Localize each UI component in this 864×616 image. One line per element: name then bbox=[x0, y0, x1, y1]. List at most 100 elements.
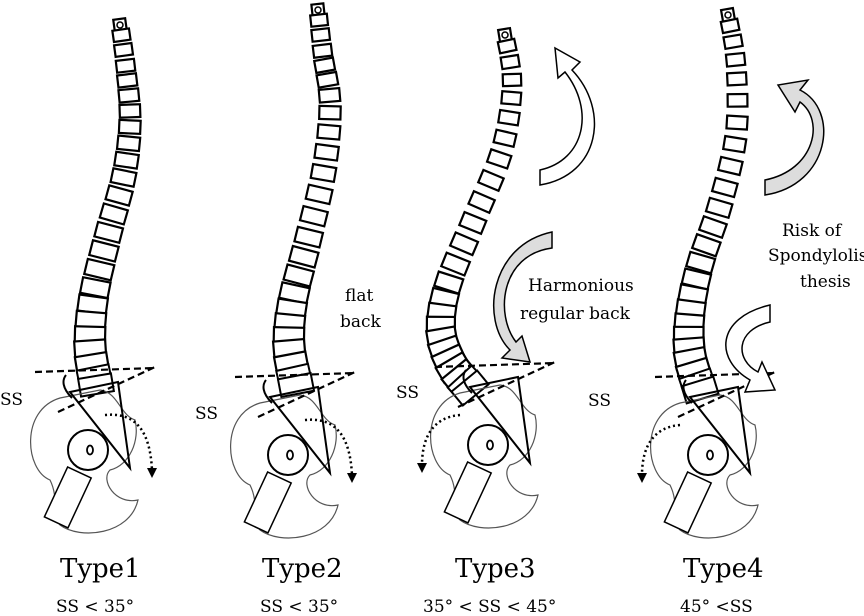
spine-type2 bbox=[271, 2, 342, 399]
vertebra-hole bbox=[501, 31, 509, 39]
femoral-head-center bbox=[486, 439, 494, 451]
vertebra bbox=[317, 86, 342, 104]
spines bbox=[72, 2, 749, 407]
femur-shaft bbox=[243, 471, 293, 534]
type4-upper-arrow-icon bbox=[764, 78, 825, 196]
ss-label-type4: SS bbox=[588, 391, 611, 411]
flat-back-line1: flat bbox=[345, 286, 373, 306]
vertebra bbox=[114, 57, 137, 74]
type3-label: Type3 bbox=[455, 554, 536, 584]
vertebra bbox=[725, 71, 748, 87]
sacral-triangle bbox=[268, 385, 332, 477]
type4-condition: 45° <SS bbox=[680, 597, 753, 616]
vertebra bbox=[467, 189, 497, 215]
sacral-triangle bbox=[688, 385, 752, 477]
type-labels: Type1 Type2 Type3 Type4 SS < 35° SS < 35… bbox=[56, 554, 764, 616]
vertebra bbox=[104, 184, 135, 207]
type4-label: Type4 bbox=[683, 554, 764, 584]
pelvis-outline bbox=[30, 389, 139, 534]
vertebra bbox=[704, 196, 734, 220]
rotation-arrow-icon bbox=[640, 423, 681, 476]
vertebra bbox=[501, 72, 523, 88]
sacral-triangle bbox=[468, 375, 532, 467]
vertebra bbox=[287, 244, 320, 269]
vertebra bbox=[500, 90, 523, 107]
risk-line2: Spondylolis- bbox=[768, 246, 864, 266]
harmonious-line2: regular back bbox=[520, 304, 631, 324]
risk-line3: thesis bbox=[800, 272, 851, 292]
rotation-arrowhead-icon bbox=[347, 473, 357, 483]
femoral-head bbox=[687, 434, 729, 476]
femur-shaft bbox=[663, 471, 713, 534]
vertebra bbox=[117, 118, 142, 136]
vertebra-hole bbox=[724, 11, 732, 19]
ss-angle-arrow-icon bbox=[62, 374, 73, 399]
vertebra bbox=[684, 250, 717, 275]
femoral-head-center bbox=[286, 449, 294, 461]
vertebra bbox=[118, 103, 142, 119]
sacral-plate-line bbox=[457, 361, 556, 408]
ss-label-type3: SS bbox=[396, 383, 419, 403]
type3-upper-arrow-icon bbox=[539, 46, 596, 186]
horizontal-reference-line bbox=[34, 366, 156, 374]
vertebra bbox=[496, 37, 518, 55]
vertebra bbox=[276, 371, 316, 399]
femoral-head-center bbox=[86, 444, 94, 456]
rotation-arrowhead-icon bbox=[637, 473, 647, 483]
spine-type4 bbox=[672, 6, 749, 405]
ss-angle-arrow-icon bbox=[682, 379, 693, 404]
vertebra bbox=[111, 27, 132, 44]
vertebra bbox=[113, 150, 141, 170]
vertebra bbox=[115, 134, 142, 153]
rotation-arrowhead-icon bbox=[147, 468, 157, 478]
sacral-triangle bbox=[68, 380, 132, 472]
vertebra bbox=[318, 104, 342, 121]
vertebra bbox=[282, 263, 316, 288]
pelvis-type1 bbox=[30, 366, 157, 534]
spine-type3 bbox=[424, 26, 523, 407]
pelvis-type2 bbox=[230, 371, 357, 539]
ss-labels: SS SS SS SS bbox=[0, 383, 611, 424]
vertebra bbox=[312, 56, 337, 75]
rotation-arrow-icon bbox=[420, 413, 461, 466]
vertebra bbox=[82, 257, 116, 282]
vertebra bbox=[722, 33, 744, 51]
pelvis-type3 bbox=[417, 361, 556, 529]
vertebra bbox=[690, 232, 723, 258]
vertebra bbox=[457, 210, 488, 236]
vertebra bbox=[311, 42, 334, 59]
type2-condition: SS < 35° bbox=[260, 597, 338, 616]
vertebra bbox=[499, 53, 521, 71]
pelvis-outline bbox=[430, 384, 539, 529]
vertebra bbox=[109, 166, 138, 189]
type3-lower-arrow-icon bbox=[492, 231, 553, 363]
vertebra-hole bbox=[314, 6, 322, 14]
sacral-plate-line bbox=[57, 366, 156, 413]
vertebra bbox=[316, 123, 342, 141]
vertebra bbox=[432, 270, 465, 295]
vertebra bbox=[87, 238, 121, 263]
vertebra bbox=[476, 168, 506, 193]
vertebra bbox=[724, 51, 747, 68]
vertebra bbox=[308, 12, 330, 28]
ss-angle-arrow-icon bbox=[262, 379, 273, 404]
type1-label: Type1 bbox=[60, 554, 141, 584]
vertebra bbox=[721, 134, 748, 154]
vertebra bbox=[716, 155, 744, 177]
femoral-head bbox=[267, 434, 309, 476]
vertebra bbox=[304, 183, 334, 206]
pelvis-outline bbox=[230, 394, 339, 539]
vertebra bbox=[115, 72, 139, 89]
type1-condition: SS < 35° bbox=[56, 597, 134, 616]
vertebra bbox=[497, 108, 521, 127]
ss-angle-arrow-icon bbox=[462, 369, 473, 394]
vertebra bbox=[112, 41, 135, 59]
type2-label: Type2 bbox=[262, 554, 343, 584]
vertebra bbox=[309, 162, 338, 184]
vertebra bbox=[726, 92, 749, 108]
vertebra bbox=[710, 176, 739, 199]
vertebra bbox=[315, 70, 340, 89]
type3-condition: 35° < SS < 45° bbox=[423, 597, 556, 616]
